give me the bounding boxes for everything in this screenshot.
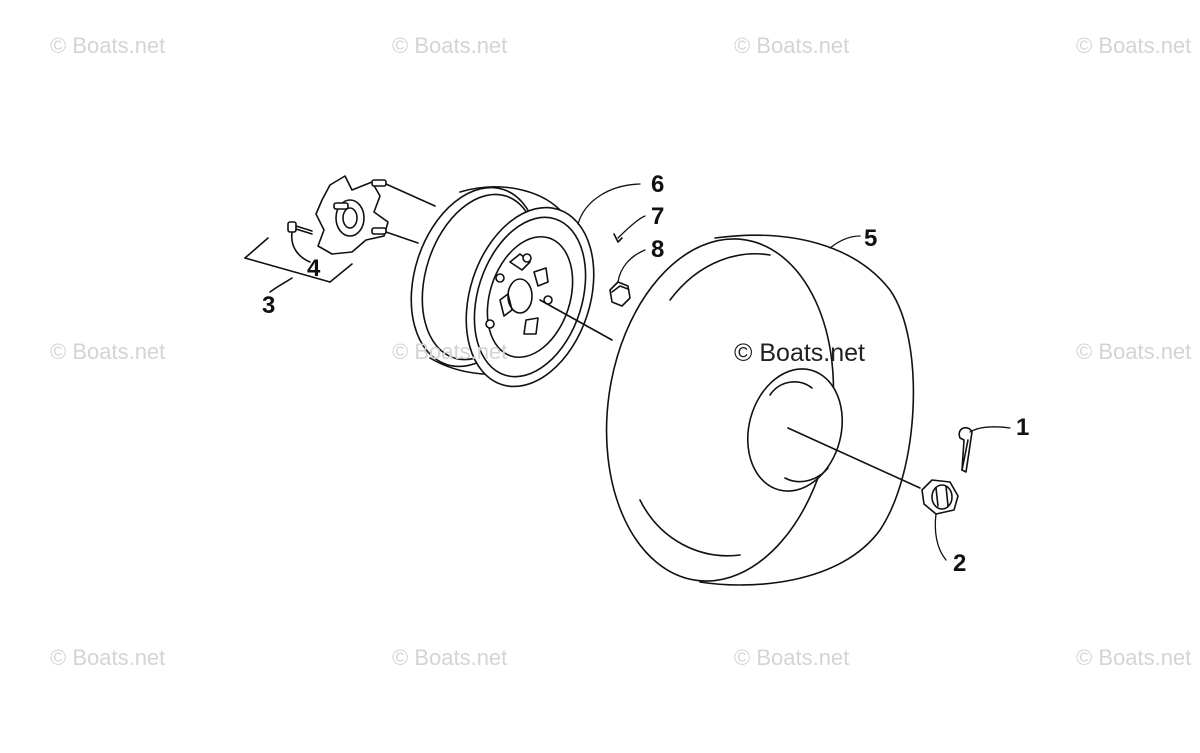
cotter-pin — [958, 426, 973, 473]
callout-3: 3 — [262, 292, 276, 319]
small-clip — [613, 233, 623, 243]
watermark: © Boats.net — [392, 645, 508, 670]
axle-centerline — [539, 299, 613, 341]
watermark: © Boats.net — [50, 33, 166, 58]
leader-5 — [829, 235, 861, 249]
watermark: © Boats.net — [50, 339, 166, 364]
watermark: © Boats.net — [392, 339, 508, 364]
callout-1: 1 — [1016, 414, 1030, 441]
leader-6 — [577, 183, 641, 225]
wheel-rim — [410, 186, 595, 388]
watermark: © Boats.net — [734, 33, 850, 58]
watermark: © Boats.net — [50, 645, 166, 670]
watermark: © Boats.net — [734, 645, 850, 670]
leader-7 — [617, 215, 646, 239]
nut-centerline — [787, 427, 921, 489]
callout-7: 7 — [651, 203, 665, 230]
watermark: © Boats.net — [1076, 33, 1192, 58]
watermark: © Boats.net — [392, 33, 508, 58]
callout-8: 8 — [651, 236, 665, 263]
callout-2: 2 — [953, 550, 967, 577]
callout-4: 4 — [307, 255, 321, 282]
wheel-hub — [315, 175, 436, 255]
group-bracket — [244, 237, 353, 293]
callout-6: 6 — [651, 171, 665, 198]
leader-2 — [934, 513, 947, 561]
leader-8 — [617, 249, 646, 283]
tire — [605, 234, 915, 586]
hub-bolt — [287, 221, 313, 263]
leader-1 — [969, 426, 1011, 433]
callout-5: 5 — [864, 225, 878, 252]
watermark: © Boats.net — [1076, 339, 1192, 364]
castle-nut — [921, 479, 959, 515]
lug-nut — [609, 281, 631, 307]
watermark-center: © Boats.net — [734, 339, 865, 367]
watermark: © Boats.net — [1076, 645, 1192, 670]
